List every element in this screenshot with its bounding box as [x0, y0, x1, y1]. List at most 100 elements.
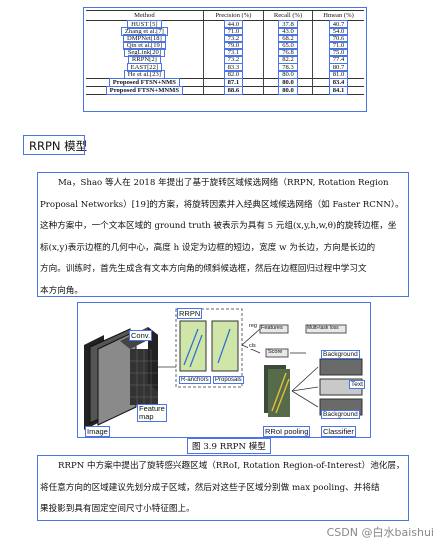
- fig-label-conv: Conv.: [128, 330, 153, 341]
- cell-text: 80.7: [328, 62, 349, 72]
- cell-value: 80.0: [263, 69, 313, 79]
- cell-text: 73.1: [223, 48, 244, 58]
- cell-text: Qin et al.[19]: [122, 41, 167, 51]
- paragraph-2: RRPN 中方案中提出了旋转感兴趣区域（RRoI, Rotation Regio…: [40, 456, 406, 521]
- cell-method: Zhang et al.[7]: [86, 27, 203, 37]
- cell-value: 71.0: [202, 27, 264, 37]
- cell-text: 88.6: [223, 85, 244, 95]
- fig-label-multi-task-loss: Multi-task loss: [307, 325, 339, 331]
- table-row: Proposed FTSN+MNMS 88.6 80.0 84.1: [86, 85, 364, 95]
- fig-label-rroi-pooling: RRoI pooling: [262, 426, 311, 437]
- cell-text: 82.0: [223, 69, 244, 79]
- cell-value: 54.0: [312, 27, 364, 37]
- cell-text: 83.3: [223, 62, 244, 72]
- rrpn-figure: RRPN Conv. Feature map Image R-anchors P…: [80, 305, 368, 438]
- cell-value: 73.2: [202, 55, 264, 65]
- cell-text: 73.2: [223, 55, 244, 65]
- cell-text: 84.1: [328, 85, 349, 95]
- cell-value: 79.0: [202, 41, 264, 51]
- cell-value: 68.2: [263, 34, 313, 44]
- cell-text: EAST[22]: [126, 62, 163, 72]
- cell-method: Proposed FTSN+MNMS: [86, 85, 204, 95]
- cell-text: 87.1: [223, 77, 244, 87]
- fig-label-feature-map: Feature map: [137, 404, 167, 422]
- para1-line: 这种方案中，一个文本区域的 ground truth 被表示为具有 5 元组(x…: [40, 221, 397, 232]
- cell-text: 76.8: [278, 48, 298, 58]
- cell-method: EAST[22]: [86, 62, 203, 72]
- table-row: SegLink[20] 73.1 76.8 75.0: [86, 48, 364, 58]
- table-row: RRPN[2] 73.2 82.2 77.4: [86, 55, 364, 65]
- para2-line: 将任意方向的区域建议先划分成子区域，然后对这些子区域分别做 max poolin…: [40, 482, 380, 493]
- cell-text: Proposed FTSN+MNMS: [105, 85, 184, 95]
- cell-method: DMPNet[18]: [86, 34, 203, 44]
- para1-highlight: [37, 172, 409, 297]
- cell-value: 80.7: [312, 62, 364, 72]
- cell-value: 70.6: [312, 34, 364, 44]
- cell-text: 83.4: [328, 77, 349, 87]
- cell-text: DMPNet[18]: [122, 34, 166, 44]
- col-precision: Precision (%): [202, 10, 264, 21]
- fig-label-background-2: Background: [321, 410, 360, 419]
- cell-text: 80.0: [278, 85, 298, 95]
- cell-text: Zhang et al.[7]: [120, 27, 168, 37]
- cell-text: 43.0: [278, 27, 298, 37]
- cell-text: 81.0: [328, 69, 349, 79]
- watermark: CSDN @白水baishui: [326, 526, 434, 539]
- cell-text: 54.0: [328, 27, 349, 37]
- table-row: EAST[22] 83.3 78.3 80.7: [86, 62, 364, 72]
- para1-line: Proposal Networks）[19]的方案，将旋转因素并入经典区域候选网…: [40, 199, 404, 210]
- col-hmean: Hmean (%): [312, 10, 364, 21]
- cell-text: 79.0: [223, 41, 244, 51]
- cell-value: 65.0: [263, 41, 313, 51]
- cell-method: SegLink[20]: [86, 48, 203, 58]
- cell-text: 80.0: [278, 69, 298, 79]
- cell-value: 77.4: [312, 55, 364, 65]
- cell-method: Proposed FTSN+NMS: [86, 77, 204, 87]
- cell-text: SegLink[20]: [123, 48, 166, 58]
- cell-text: 77.4: [328, 55, 349, 65]
- cell-text: 71.0: [223, 27, 244, 37]
- caption-highlight: [187, 438, 271, 454]
- fig-label-background-1: Background: [321, 350, 360, 359]
- cell-text: Proposed FTSN+NMS: [108, 77, 180, 87]
- paragraph-1: Ma，Shao 等人在 2018 年提出了基于旋转区域候选网络（RRPN, Ro…: [40, 173, 406, 303]
- cell-text: 75.0: [328, 48, 349, 58]
- cell-value: 73.1: [202, 48, 264, 58]
- cell-method: RRPN[2]: [86, 55, 203, 65]
- cell-value: 80.0: [263, 85, 313, 95]
- table-highlight: [83, 7, 367, 112]
- section-heading: RRPN 模型: [29, 139, 88, 153]
- cell-value: 84.1: [312, 85, 364, 95]
- cell-value: 87.1: [202, 77, 264, 87]
- cell-value: 73.2: [202, 34, 264, 44]
- figure-caption: 图 3.9 RRPN 模型: [192, 442, 266, 452]
- cell-value: 37.8: [263, 20, 313, 29]
- cell-text: 78.3: [278, 62, 298, 72]
- cell-value: 44.0: [202, 20, 264, 29]
- cell-value: 40.7: [312, 20, 364, 29]
- cell-text: He et al.[23]: [123, 69, 165, 79]
- table-header-row: Method Precision (%) Recall (%) Hmean (%…: [86, 10, 364, 21]
- cell-text: 82.2: [278, 55, 298, 65]
- cell-text: HUST [5]: [127, 20, 162, 29]
- para2-highlight: [37, 455, 409, 521]
- cell-value: 80.0: [263, 77, 313, 87]
- fig-label-image: Image: [85, 426, 110, 437]
- table-row: He et al.[23] 82.0 80.0 81.0: [86, 69, 364, 79]
- cell-value: 78.3: [263, 62, 313, 72]
- fig-label-text: Text: [349, 380, 365, 389]
- cell-text: RRPN[2]: [127, 55, 161, 65]
- cell-value: 76.8: [263, 48, 313, 58]
- cell-value: 83.4: [312, 77, 364, 87]
- table-row: Proposed FTSN+NMS 87.1 80.0 83.4: [86, 77, 364, 87]
- cell-value: 71.0: [312, 41, 364, 51]
- cell-value: 83.3: [202, 62, 264, 72]
- fig-label-rrpn: RRPN: [176, 308, 203, 319]
- fig-label-r-anchors: R-anchors: [179, 376, 211, 384]
- fig-label-reg: reg: [248, 323, 258, 329]
- cell-text: 70.6: [328, 34, 349, 44]
- cell-text: 68.2: [278, 34, 298, 44]
- cell-value: 75.0: [312, 48, 364, 58]
